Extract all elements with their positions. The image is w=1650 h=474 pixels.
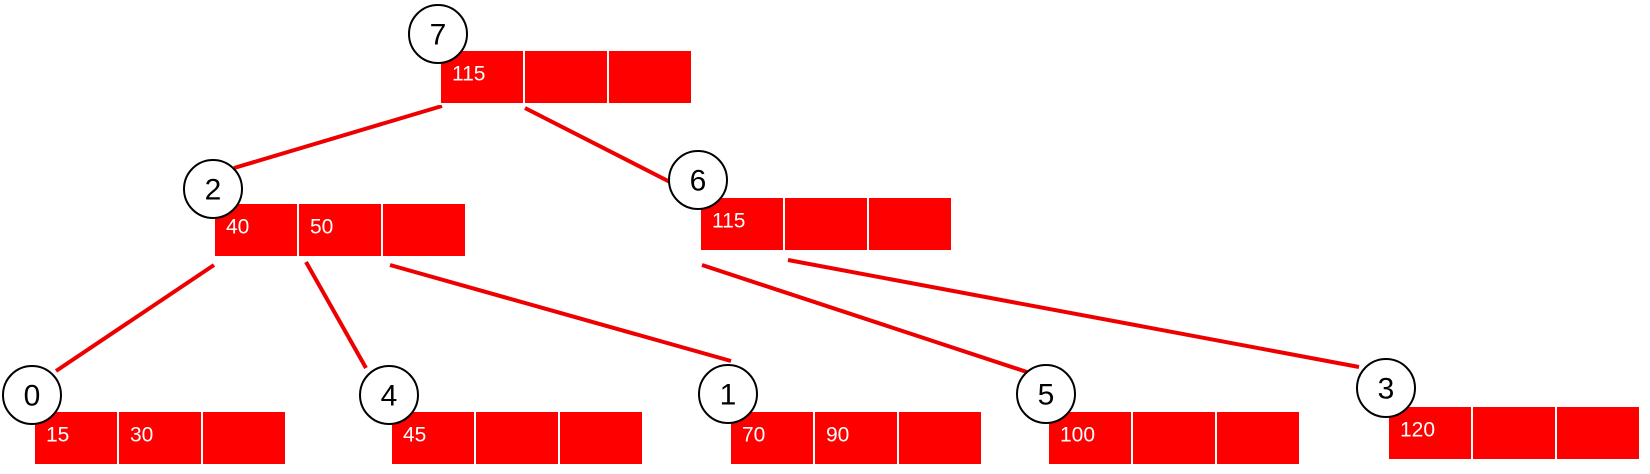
node-4-id-label: 4 (381, 380, 398, 413)
node-2-key-0: 40 (226, 216, 249, 239)
node-1-id-label: 1 (720, 379, 737, 412)
node-1-key-cell-2 (897, 410, 983, 466)
node-5-key-cell-2 (1215, 410, 1301, 466)
node-1-key-1: 90 (826, 424, 849, 447)
node-0-key-cell-2 (201, 410, 287, 466)
node-7-key-cell-0 (439, 49, 525, 105)
node-0: 15 30 0 (2, 365, 287, 466)
edge-6-to-5 (701, 263, 1028, 374)
node-1-key-cell-0 (729, 410, 815, 466)
node-5-key-cell-1 (1131, 410, 1217, 466)
node-3-id-circle (1356, 358, 1416, 418)
node-3-key-0: 120 (1400, 419, 1435, 442)
edge-2-to-1 (389, 263, 732, 363)
node-5-key-cell-0 (1047, 410, 1133, 466)
node-6-key-0: 115 (712, 210, 745, 233)
node-2-key-cell-1 (297, 202, 383, 258)
node-2-id-label: 2 (205, 174, 222, 207)
node-4-key-0: 45 (403, 424, 426, 447)
node-6-key-cell-2 (867, 196, 953, 252)
node-3-key-cell-1 (1471, 405, 1557, 461)
node-4: 454 (359, 365, 644, 466)
edge-6-to-3 (787, 258, 1360, 369)
node-2-key-cell-2 (381, 202, 467, 258)
node-6-id-circle (668, 150, 728, 210)
node-2-id-circle (183, 159, 243, 219)
node-3-key-cell-2 (1555, 405, 1641, 461)
node-0-key-0: 15 (46, 424, 69, 447)
node-6-key-cell-1 (783, 196, 869, 252)
node-7-key-cell-2 (607, 49, 693, 105)
node-5-id-circle (1016, 364, 1076, 424)
node-1: 70 90 1 (698, 364, 983, 466)
node-3-id-label: 3 (1378, 373, 1395, 406)
node-7-id-circle (408, 4, 468, 64)
node-5-key-0: 100 (1060, 424, 1095, 447)
node-4-key-cell-2 (558, 410, 644, 466)
node-5-id-label: 5 (1038, 379, 1055, 412)
edge-2-to-4 (304, 261, 368, 369)
node-0-key-1: 30 (130, 424, 153, 447)
node-0-key-cell-1 (117, 410, 203, 466)
node-6-id-label: 6 (690, 165, 707, 198)
node-2: 40 50 2 (183, 159, 467, 258)
node-7-key-cell-1 (523, 49, 609, 105)
node-7-id-label: 7 (430, 19, 447, 52)
node-0-id-label: 0 (24, 380, 41, 413)
edge-7-to-6 (524, 106, 671, 184)
node-4-id-circle (359, 365, 419, 425)
node-3-key-cell-0 (1387, 405, 1473, 461)
node-1-id-circle (698, 364, 758, 424)
edge-7-to-2 (233, 104, 443, 170)
node-6-key-cell-0 (699, 196, 785, 252)
edges-layer (54, 104, 1360, 374)
node-1-key-0: 70 (742, 424, 765, 447)
node-0-id-circle (2, 365, 62, 425)
node-2-key-1: 50 (310, 216, 333, 239)
node-7-key-0: 115 (452, 63, 485, 86)
edge-2-to-0 (54, 263, 216, 373)
node-4-key-cell-1 (474, 410, 560, 466)
